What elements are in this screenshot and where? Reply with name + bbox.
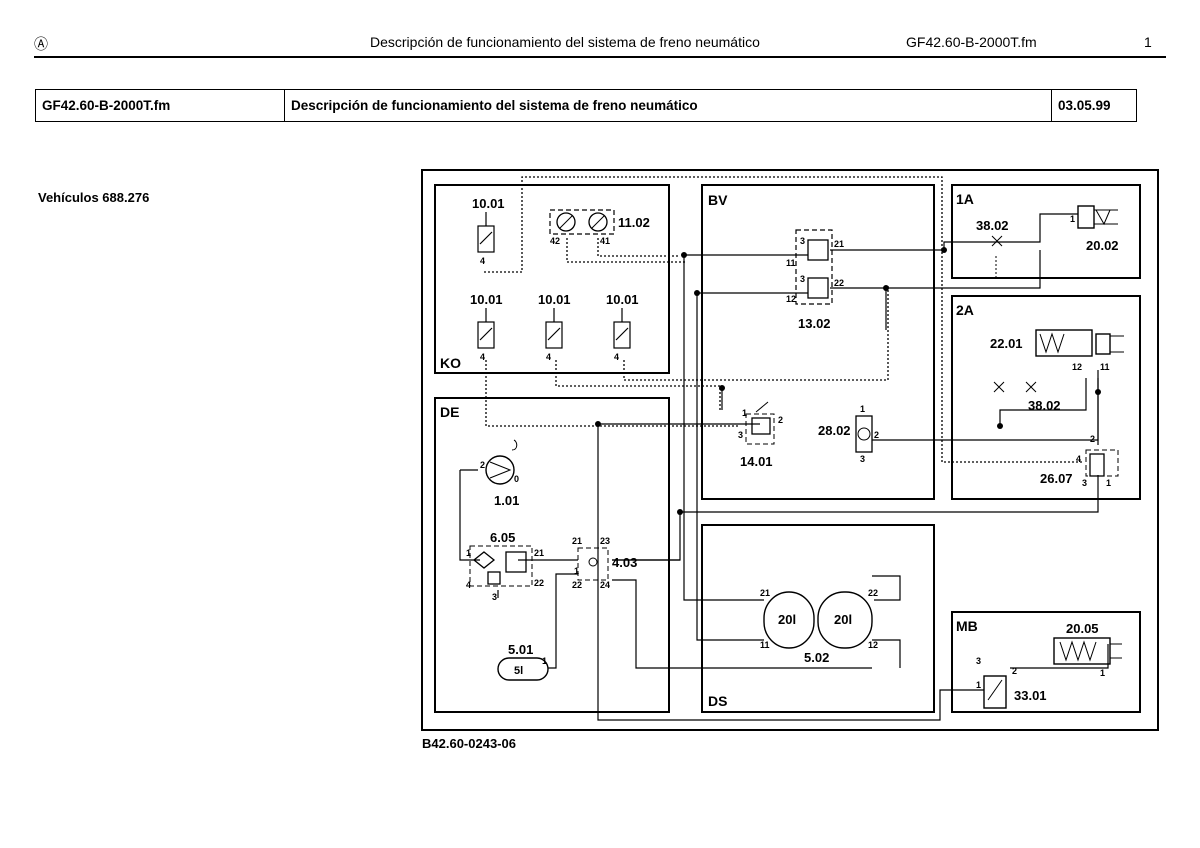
port-label: 3 bbox=[492, 592, 497, 602]
port-label: 4 bbox=[480, 256, 485, 266]
port-label: 0 bbox=[514, 474, 519, 484]
component-28-02-label: 28.02 bbox=[818, 423, 851, 438]
port-label: 41 bbox=[600, 236, 610, 246]
port-label: 2 bbox=[778, 415, 783, 425]
port-label: 24 bbox=[600, 580, 610, 590]
info-date-cell: 03.05.99 bbox=[1051, 89, 1137, 122]
component-4-03-label: 4.03 bbox=[612, 555, 637, 570]
group-mb-label: MB bbox=[956, 618, 978, 634]
component-14-01-label: 14.01 bbox=[740, 454, 773, 469]
port-label: 1 bbox=[1106, 478, 1111, 488]
port-label: 21 bbox=[572, 536, 582, 546]
component-33-01-label: 33.01 bbox=[1014, 688, 1047, 703]
tank-volume-label: 20l bbox=[778, 612, 796, 627]
port-label: 12 bbox=[1072, 362, 1082, 372]
figure-id-label: B42.60-0243-06 bbox=[422, 736, 516, 751]
port-label: 3 bbox=[738, 430, 743, 440]
port-label: 22 bbox=[834, 278, 844, 288]
port-label: 2 bbox=[874, 430, 879, 440]
port-label: 23 bbox=[600, 536, 610, 546]
port-label: 3 bbox=[1082, 478, 1087, 488]
port-label: 1 bbox=[860, 404, 865, 414]
component-20-05-label: 20.05 bbox=[1066, 621, 1099, 636]
component-11-02-label: 11.02 bbox=[618, 215, 650, 230]
star-logo-icon: Ⓐ bbox=[34, 36, 48, 52]
component-5-01-label: 5.01 bbox=[508, 642, 533, 657]
port-label: 1 bbox=[1070, 214, 1075, 224]
port-label: 4 bbox=[1076, 454, 1081, 464]
port-label: 3 bbox=[976, 656, 981, 666]
info-file-cell: GF42.60-B-2000T.fm bbox=[35, 89, 285, 122]
port-label: 3 bbox=[860, 454, 865, 464]
port-label: 4 bbox=[480, 352, 485, 362]
page-number: 1 bbox=[1144, 34, 1152, 50]
port-label: 11 bbox=[786, 258, 796, 268]
component-20-02-label: 20.02 bbox=[1086, 238, 1119, 253]
table-row: GF42.60-B-2000T.fm Descripción de funcio… bbox=[35, 89, 1137, 122]
header-rule bbox=[34, 56, 1166, 58]
component-5-02-label: 5.02 bbox=[804, 650, 829, 665]
port-label: 2 bbox=[1012, 666, 1017, 676]
tank-volume-label: 20l bbox=[834, 612, 852, 627]
port-label: 1 bbox=[466, 548, 471, 558]
component-26-07-label: 26.07 bbox=[1040, 471, 1073, 486]
port-label: 4 bbox=[546, 352, 551, 362]
component-10-01-label: 10.01 bbox=[606, 292, 639, 307]
group-ko-label: KO bbox=[440, 355, 461, 371]
port-label: 11 bbox=[1100, 362, 1110, 372]
component-1-01-label: 1.01 bbox=[494, 493, 519, 508]
document-info-table: GF42.60-B-2000T.fm Descripción de funcio… bbox=[35, 89, 1137, 122]
port-label: 1 bbox=[976, 680, 981, 690]
port-label: 1 bbox=[542, 656, 547, 666]
reservoir-5l-label: 5l bbox=[514, 665, 523, 677]
port-label: 4 bbox=[466, 580, 471, 590]
group-de-label: DE bbox=[440, 404, 459, 420]
port-label: 21 bbox=[834, 239, 844, 249]
port-label: 2 bbox=[1090, 434, 1095, 444]
component-10-01-label: 10.01 bbox=[538, 292, 571, 307]
port-label: 1 bbox=[574, 566, 579, 576]
vehicles-label: Vehículos 688.276 bbox=[38, 190, 150, 205]
header-title: Descripción de funcionamiento del sistem… bbox=[370, 34, 760, 50]
group-ds-label: DS bbox=[708, 693, 727, 709]
component-13-02-label: 13.02 bbox=[798, 316, 831, 331]
component-22-01-label: 22.01 bbox=[990, 336, 1023, 351]
header-filename: GF42.60-B-2000T.fm bbox=[906, 34, 1037, 50]
group-bv-label: BV bbox=[708, 192, 728, 208]
component-6-05-label: 6.05 bbox=[490, 530, 515, 545]
group-1a-label: 1A bbox=[956, 191, 974, 207]
component-38-02-label: 38.02 bbox=[1028, 398, 1061, 413]
port-label: 3 bbox=[800, 274, 805, 284]
port-label: 21 bbox=[760, 588, 770, 598]
info-title-cell: Descripción de funcionamiento del sistem… bbox=[284, 89, 1052, 122]
port-label: 3 bbox=[800, 236, 805, 246]
component-10-01-label: 10.01 bbox=[472, 196, 505, 211]
group-2a-label: 2A bbox=[956, 302, 974, 318]
port-label: 11 bbox=[760, 640, 770, 650]
port-label: 12 bbox=[786, 294, 796, 304]
component-10-01-label: 10.01 bbox=[470, 292, 503, 307]
port-label: 42 bbox=[550, 236, 560, 246]
port-label: 22 bbox=[868, 588, 878, 598]
port-label: 22 bbox=[572, 580, 582, 590]
port-label: 22 bbox=[534, 578, 544, 588]
port-label: 21 bbox=[534, 548, 544, 558]
port-label: 1 bbox=[1100, 668, 1105, 678]
port-label: 1 bbox=[742, 408, 747, 418]
port-label: 12 bbox=[868, 640, 878, 650]
port-label: 4 bbox=[614, 352, 619, 362]
port-label: 2 bbox=[480, 460, 485, 470]
component-38-02-label: 38.02 bbox=[976, 218, 1009, 233]
